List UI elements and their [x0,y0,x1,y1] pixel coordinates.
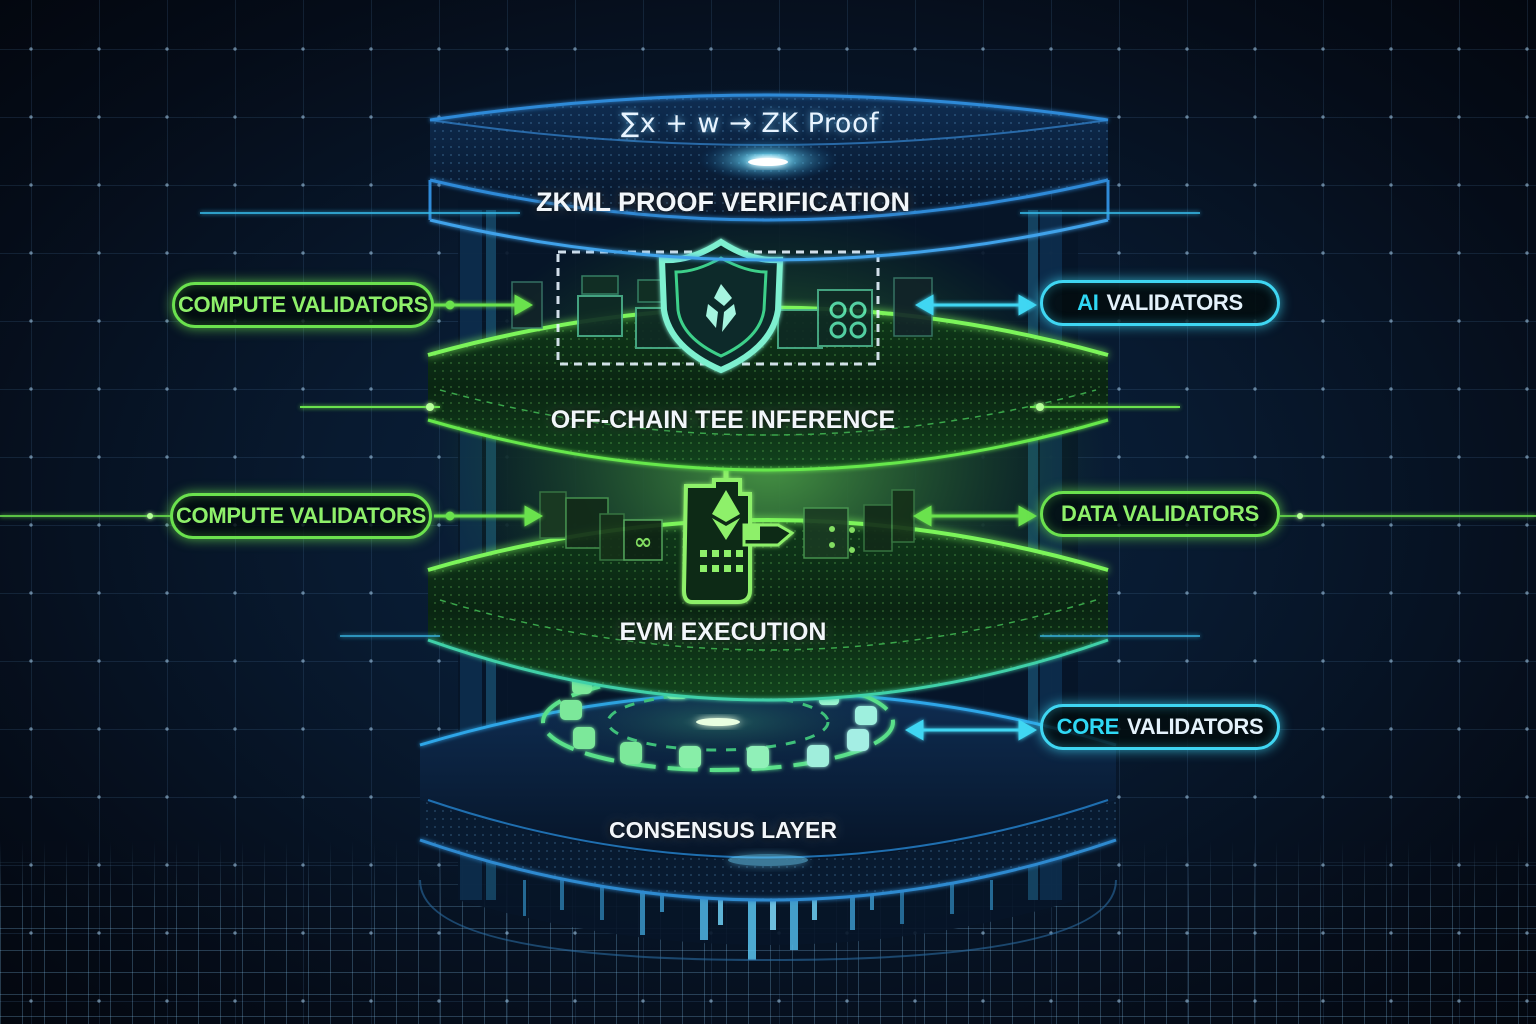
arrow-ai [914,294,1038,316]
pill-label: COMPUTE VALIDATORS [177,292,429,317]
arrow-core [904,719,1038,741]
layer-title-tee: OFF-CHAIN TEE INFERENCE [550,406,896,434]
layer-title-consensus: CONSENSUS LAYER [609,817,837,843]
compute-validators-pill-top[interactable]: COMPUTE VALIDATORS [172,282,434,328]
pill-label: VALIDATORS [1127,714,1264,739]
pill-label: VALIDATORS [1106,290,1244,315]
pill-label: COMPUTE VALIDATORS [175,503,427,528]
compute-validators-pill-middle[interactable]: COMPUTE VALIDATORS [170,493,432,539]
layer-title-evm: EVM EXECUTION [619,618,827,646]
ai-validators-pill[interactable]: AI VALIDATORS [1040,280,1280,326]
arrow-data [912,505,1038,527]
pill-accent: AI [1077,290,1099,315]
svg-text:∞: ∞ [634,530,652,555]
arrow-compute-1 [434,294,534,316]
layer-title-zkml: ZKML PROOF VERIFICATION [536,187,910,217]
pill-accent: CORE [1056,714,1120,739]
data-validators-pill[interactable]: DATA VALIDATORS [1040,491,1280,537]
core-validators-pill[interactable]: CORE VALIDATORS [1040,704,1280,750]
connector-lines [0,212,1536,637]
ethereum-chip-icon [681,448,795,604]
tee-hardware-icons: ∞ [539,489,915,561]
zk-formula: ∑x + w → ZK Proof [621,108,879,139]
arrow-compute-2 [434,505,544,527]
pill-label: DATA VALIDATORS [1061,501,1259,526]
